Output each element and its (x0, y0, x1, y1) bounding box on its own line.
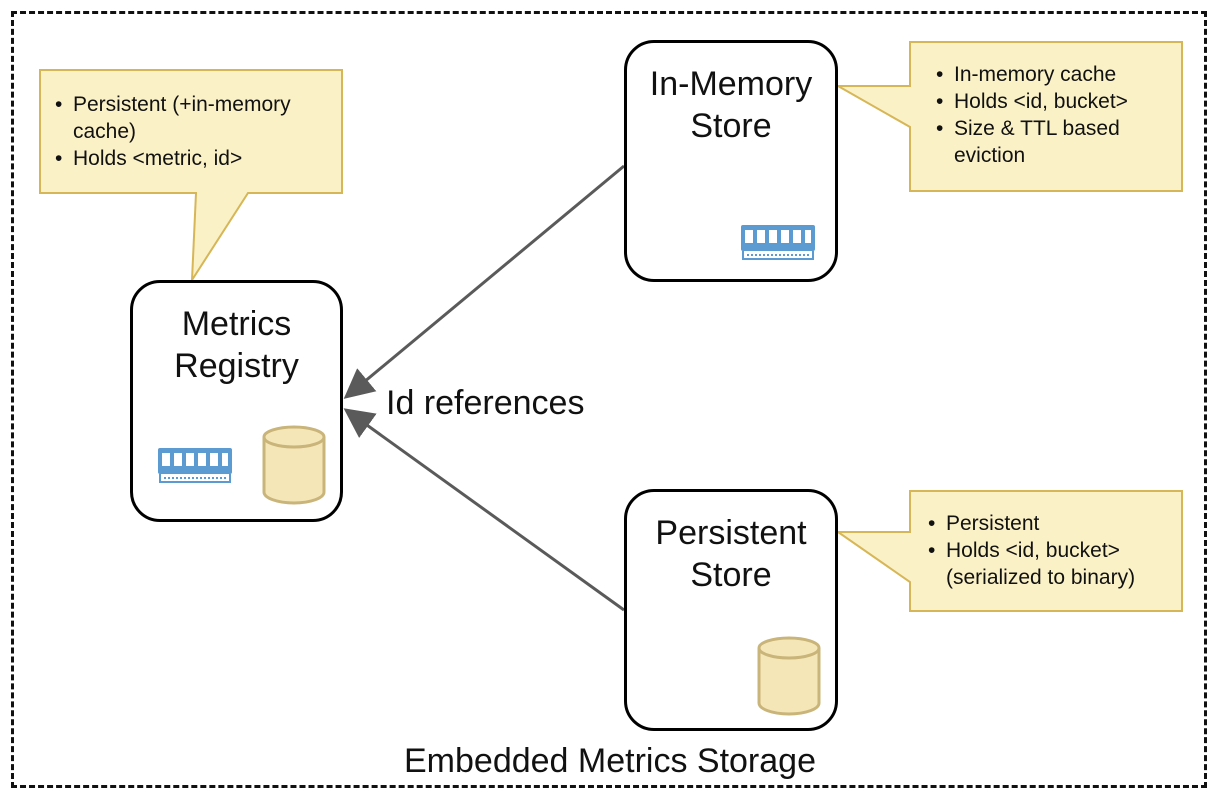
registry-note-item-text: Persistent (+in-memory (73, 93, 291, 116)
title-line: Store (690, 556, 772, 594)
persistent-note-item: Persistent (928, 510, 1178, 537)
title-line: Persistent (655, 514, 807, 552)
inmemory-store-node: In-Memory Store (624, 40, 838, 282)
registry-note-item: Holds <metric, id> (55, 145, 335, 172)
persistent-note-item: Holds <id, bucket> (serialized to binary… (928, 537, 1178, 591)
persistent-store-title: Persistent Store (627, 512, 835, 596)
title-line: Registry (174, 347, 299, 385)
edge-label: Id references (386, 384, 585, 422)
inmemory-note-continuation: eviction (954, 144, 1026, 167)
title-line: Store (690, 107, 772, 145)
registry-note-continuation: cache) (73, 120, 137, 143)
ram-module-icon (158, 448, 232, 483)
inmemory-note-item: Size & TTL based eviction (936, 115, 1176, 169)
persistent-store-node: Persistent Store (624, 489, 838, 731)
database-cylinder-icon (757, 636, 821, 716)
title-line: In-Memory (649, 65, 813, 103)
inmemory-note-item: Holds <id, bucket> (936, 88, 1176, 115)
persistent-note-item-text: Holds <id, bucket> (946, 539, 1120, 562)
persistent-note-continuation: (serialized to binary) (946, 566, 1136, 589)
arrow-persistent-to-registry (343, 408, 625, 612)
title-line: Metrics (181, 305, 292, 343)
persistent-note: Persistent Holds <id, bucket> (serialize… (928, 510, 1178, 591)
inmemory-store-title: In-Memory Store (627, 63, 835, 147)
database-cylinder-icon (262, 425, 326, 505)
metrics-registry-title: Metrics Registry (133, 303, 340, 387)
container-label: Embedded Metrics Storage (404, 742, 816, 780)
registry-note-item: Persistent (+in-memory cache) (55, 91, 335, 145)
storage-container (11, 11, 1207, 788)
arrow-inmemory-to-registry (343, 164, 625, 399)
registry-note: Persistent (+in-memory cache) Holds <met… (55, 91, 335, 172)
ram-module-icon (741, 225, 815, 260)
inmemory-note-item-text: Size & TTL based (954, 117, 1120, 140)
inmemory-note-item: In-memory cache (936, 61, 1176, 88)
inmemory-note: In-memory cache Holds <id, bucket> Size … (936, 61, 1176, 169)
metrics-registry-node: Metrics Registry (130, 280, 343, 522)
